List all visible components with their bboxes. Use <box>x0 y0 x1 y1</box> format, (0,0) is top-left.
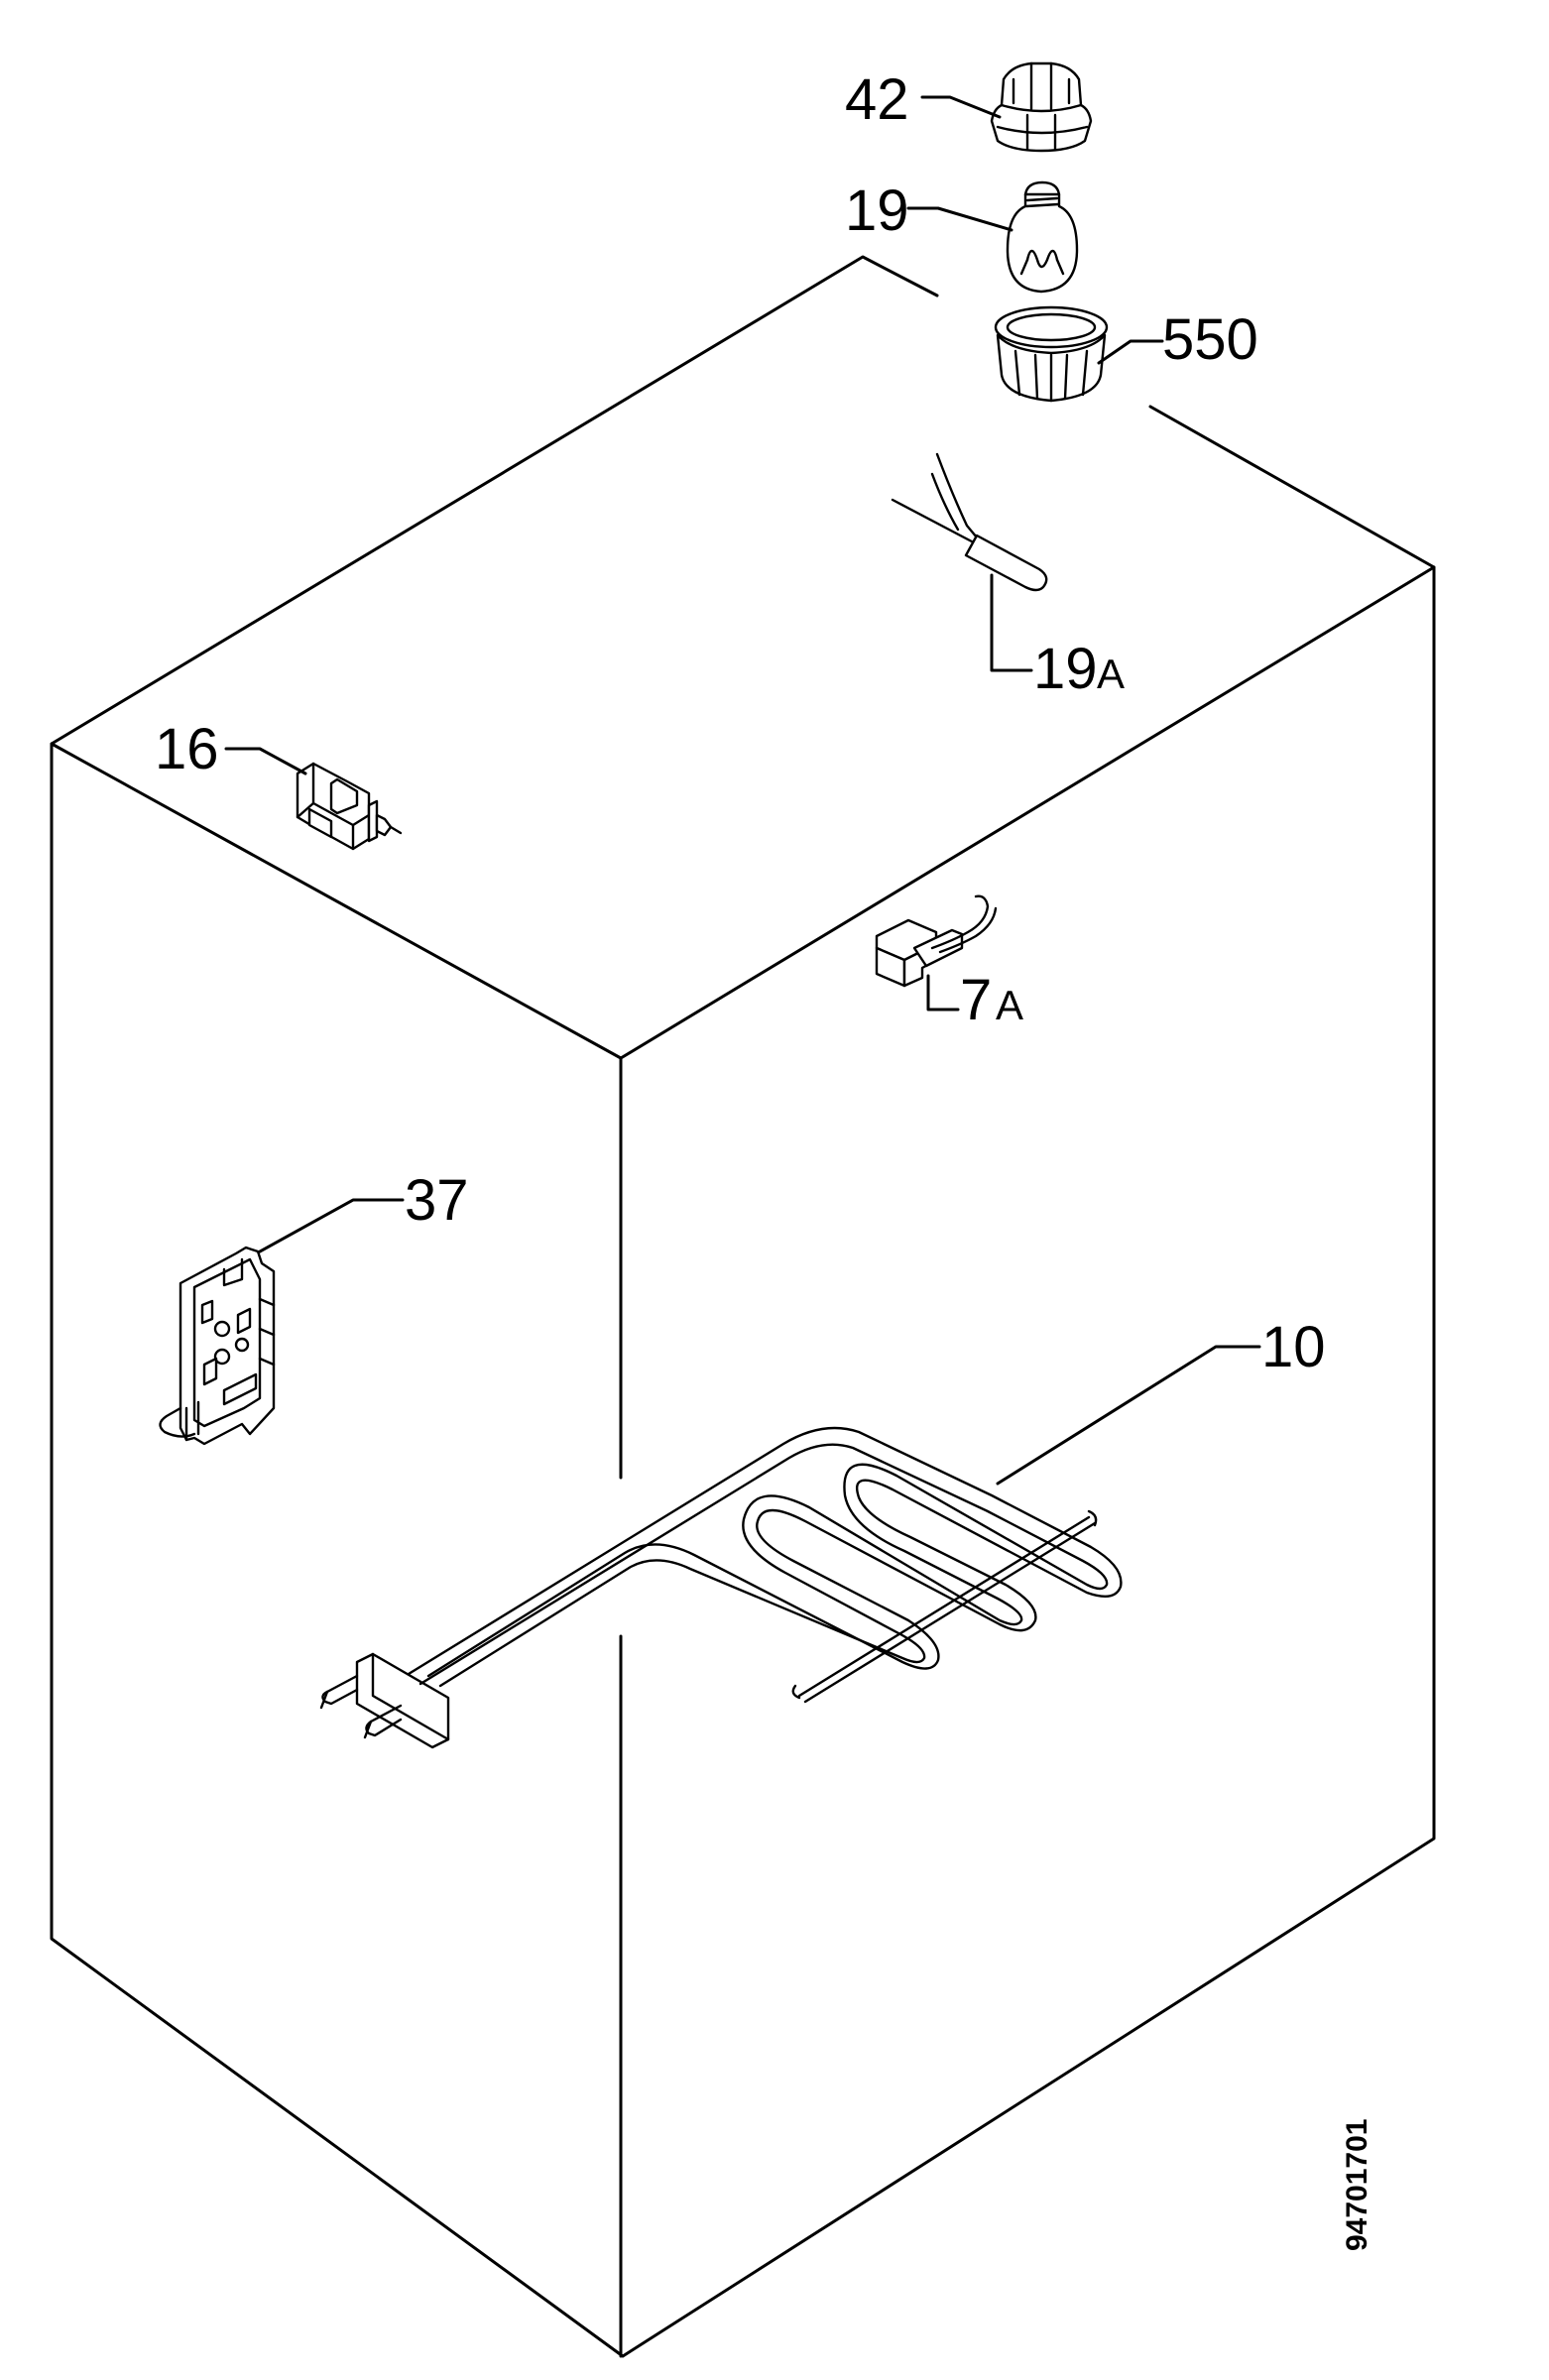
label-part-7a-suffix: A <box>996 982 1023 1028</box>
door-switch <box>296 762 403 851</box>
label-part-16: 16 <box>155 717 219 781</box>
label-part-7a-number: 7 <box>960 968 992 1032</box>
temperature-sensor <box>891 452 1048 592</box>
leader-lines <box>224 95 1261 1486</box>
lamp-holder <box>994 305 1109 403</box>
document-number: 94701701 <box>1341 2119 1373 2251</box>
oven-cavity-box <box>50 255 1436 2358</box>
part-labels: 42 19 550 19 A 16 7 A 37 10 <box>155 67 1326 1379</box>
label-part-19: 19 <box>845 178 909 243</box>
label-part-550: 550 <box>1162 307 1258 372</box>
terminal-block <box>159 1246 276 1446</box>
label-part-37: 37 <box>405 1168 469 1233</box>
lamp-bulb <box>1006 180 1079 294</box>
heating-element <box>319 1426 1123 1749</box>
lamp-cover-cap <box>990 61 1093 153</box>
label-part-10: 10 <box>1261 1315 1326 1379</box>
microswitch <box>875 894 998 988</box>
label-part-19a-suffix: A <box>1097 651 1125 697</box>
label-part-19a-number: 19 <box>1033 637 1098 701</box>
label-part-42: 42 <box>845 67 909 132</box>
